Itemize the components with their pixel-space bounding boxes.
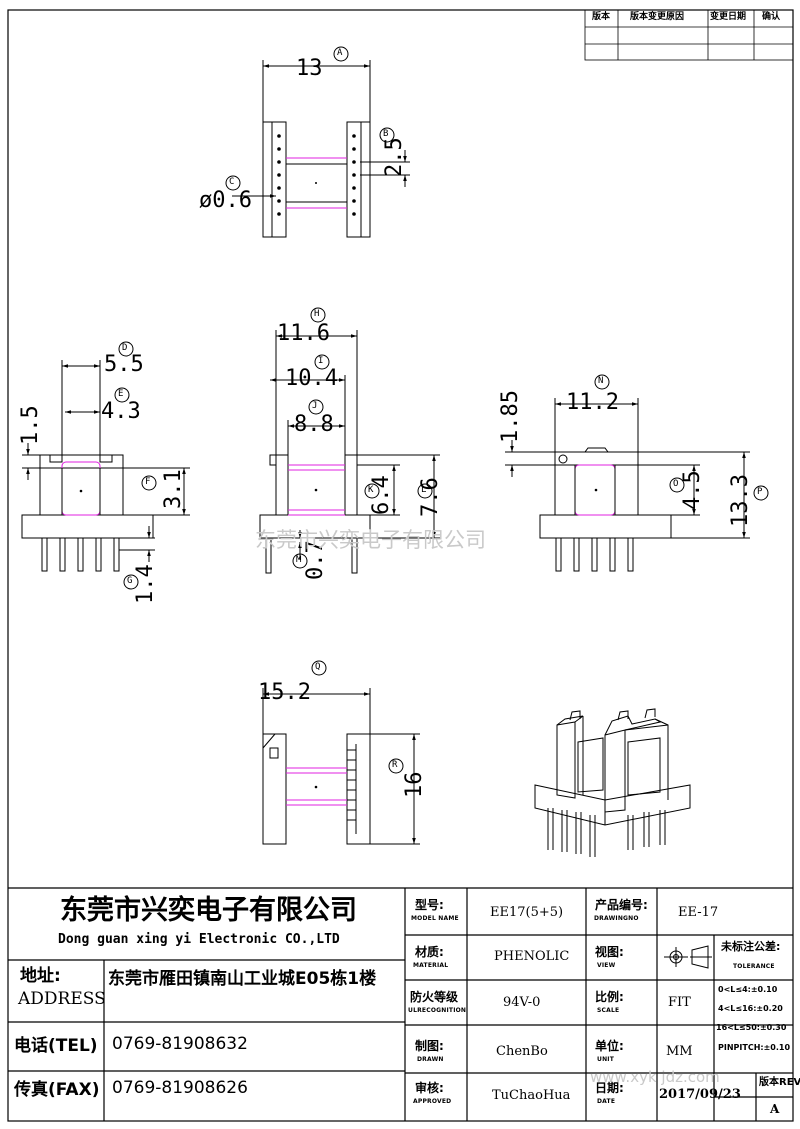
model-label: 型号: [415,898,444,912]
scale-value: FIT [668,995,691,1010]
dim-letter-a: A [337,48,343,58]
view-label-en: VIEW [597,962,616,969]
material-label-en: MATERIAL [413,962,449,969]
dim-value-n: 11.2 [566,390,619,415]
watermark-corner: www.xyk jdz.com [590,1068,720,1086]
dim-value-r: 16 [402,771,427,799]
dim-value-h: 11.6 [277,321,330,346]
revision-table [584,9,794,61]
dim-value-k: 6.4 [369,475,394,515]
front-view-right [505,374,769,572]
fax-label: 传真(FAX) [14,1080,100,1100]
dim-letter-f: F [145,477,151,487]
date-value: 2017/09/23 [659,1087,741,1102]
flame-label: 防火等级 [410,990,459,1004]
tolerance-line-1: 0<L≤4:±0.10 [718,985,778,994]
rev-label: 版本REV [759,1077,800,1088]
drawn-value: ChenBo [496,1044,548,1059]
dim-value-q: 15.2 [258,680,311,705]
rev-value: A [770,1102,780,1116]
model-label-en: MODEL NAME [411,915,459,922]
dim-value-b: 2.5 [382,137,407,177]
drawing-no-value: EE-17 [678,905,719,920]
bottom-view [262,660,420,845]
dim-value-e: 4.3 [101,399,141,424]
material-label: 材质: [415,945,444,959]
flame-label-en: ULRECOGNITION [408,1007,467,1014]
rev-header-confirm: 确认 [762,12,781,22]
dim-value-a: 13 [296,56,323,81]
date-label: 日期: [595,1081,624,1095]
dim-letter-q: Q [315,662,321,672]
address-label: 地址: [20,966,61,986]
fax-value: 0769-81908626 [112,1078,248,1098]
dim-value-side-left: 1.5 [18,405,43,445]
dim-letter-k: K [368,485,374,495]
dim-letter-r: R [392,760,398,770]
rev-header-date: 变更日期 [710,12,747,22]
flame-value: 94V-0 [503,995,541,1010]
company-name-cn: 东莞市兴奕电子有限公司 [60,895,357,926]
dim-value-j: 8.8 [294,412,334,437]
dim-value-d: 5.5 [104,352,144,377]
dim-value-g: 1.4 [133,564,158,604]
tolerance-line-4: PINPITCH:±0.10 [718,1043,791,1052]
tolerance-label: 未标注公差: [721,940,781,953]
dim-letter-d: D [122,343,128,353]
dim-letter-o: O [673,479,679,489]
approved-value: TuChaoHua [492,1088,571,1103]
company-name-en: Dong guan xing yi Electronic CO.,LTD [58,932,340,947]
tel-label: 电话(TEL) [14,1036,98,1056]
tolerance-line-2: 4<L≤16:±0.20 [718,1004,783,1013]
address-label-en: ADDRESS [18,989,106,1009]
unit-label: 单位: [595,1039,624,1053]
dim-letter-e: E [118,389,124,399]
dim-letter-p: P [757,487,763,497]
approved-label-en: APPROVED [413,1098,452,1105]
approved-label: 审核: [415,1081,444,1095]
scale-label: 比例: [595,990,624,1004]
model-value: EE17(5+5) [490,905,564,920]
date-label-en: DATE [597,1098,616,1105]
dim-letter-l: L [421,485,427,495]
dim-letter-m: M [296,555,302,565]
drawing-no-label-en: DRAWINGNO [594,915,639,922]
unit-label-en: UNIT [597,1056,615,1063]
material-value: PHENOLIC [494,949,570,964]
dim-letter-h: H [314,309,320,319]
dim-letter-b: B [383,129,389,139]
drawing-no-label: 产品编号: [595,898,648,912]
dim-value-f: 3.1 [161,469,186,509]
isometric-view [534,708,691,857]
dim-letter-n: N [598,376,604,386]
top-view [225,46,410,238]
tolerance-label-en: TOLERANCE [733,963,775,970]
watermark-center: 东莞市兴奕电子有限公司 [255,528,486,552]
front-view-middle [259,307,440,574]
front-view-left [21,341,190,590]
dim-letter-c: C [229,177,235,187]
drawn-label: 制图: [415,1039,444,1053]
rev-header-version: 版本 [592,12,611,22]
dim-value-l: 7.6 [418,477,443,517]
drawn-label-en: DRAWN [417,1056,444,1063]
unit-value: MM [666,1044,693,1059]
dim-value-c: ø0.6 [199,188,252,213]
projection-symbol-icon [664,945,712,969]
rev-header-reason: 版本变更原因 [630,12,685,22]
dim-value-p: 13.3 [728,474,753,527]
address-value: 东莞市雁田镇南山工业城E05栋1楼 [108,969,377,989]
tolerance-line-3: 16<L≤50:±0.30 [716,1023,787,1032]
dim-value-side-right: 1.85 [498,390,523,443]
tel-value: 0769-81908632 [112,1034,248,1054]
dim-letter-i: I [318,356,324,366]
scale-label-en: SCALE [597,1007,620,1014]
dim-letter-j: J [312,401,318,411]
dim-value-o: 4.5 [680,470,705,510]
dim-value-i: 10.4 [285,366,338,391]
title-block-grid [8,887,793,1121]
view-label: 视图: [595,945,624,959]
dim-letter-g: G [127,576,133,586]
